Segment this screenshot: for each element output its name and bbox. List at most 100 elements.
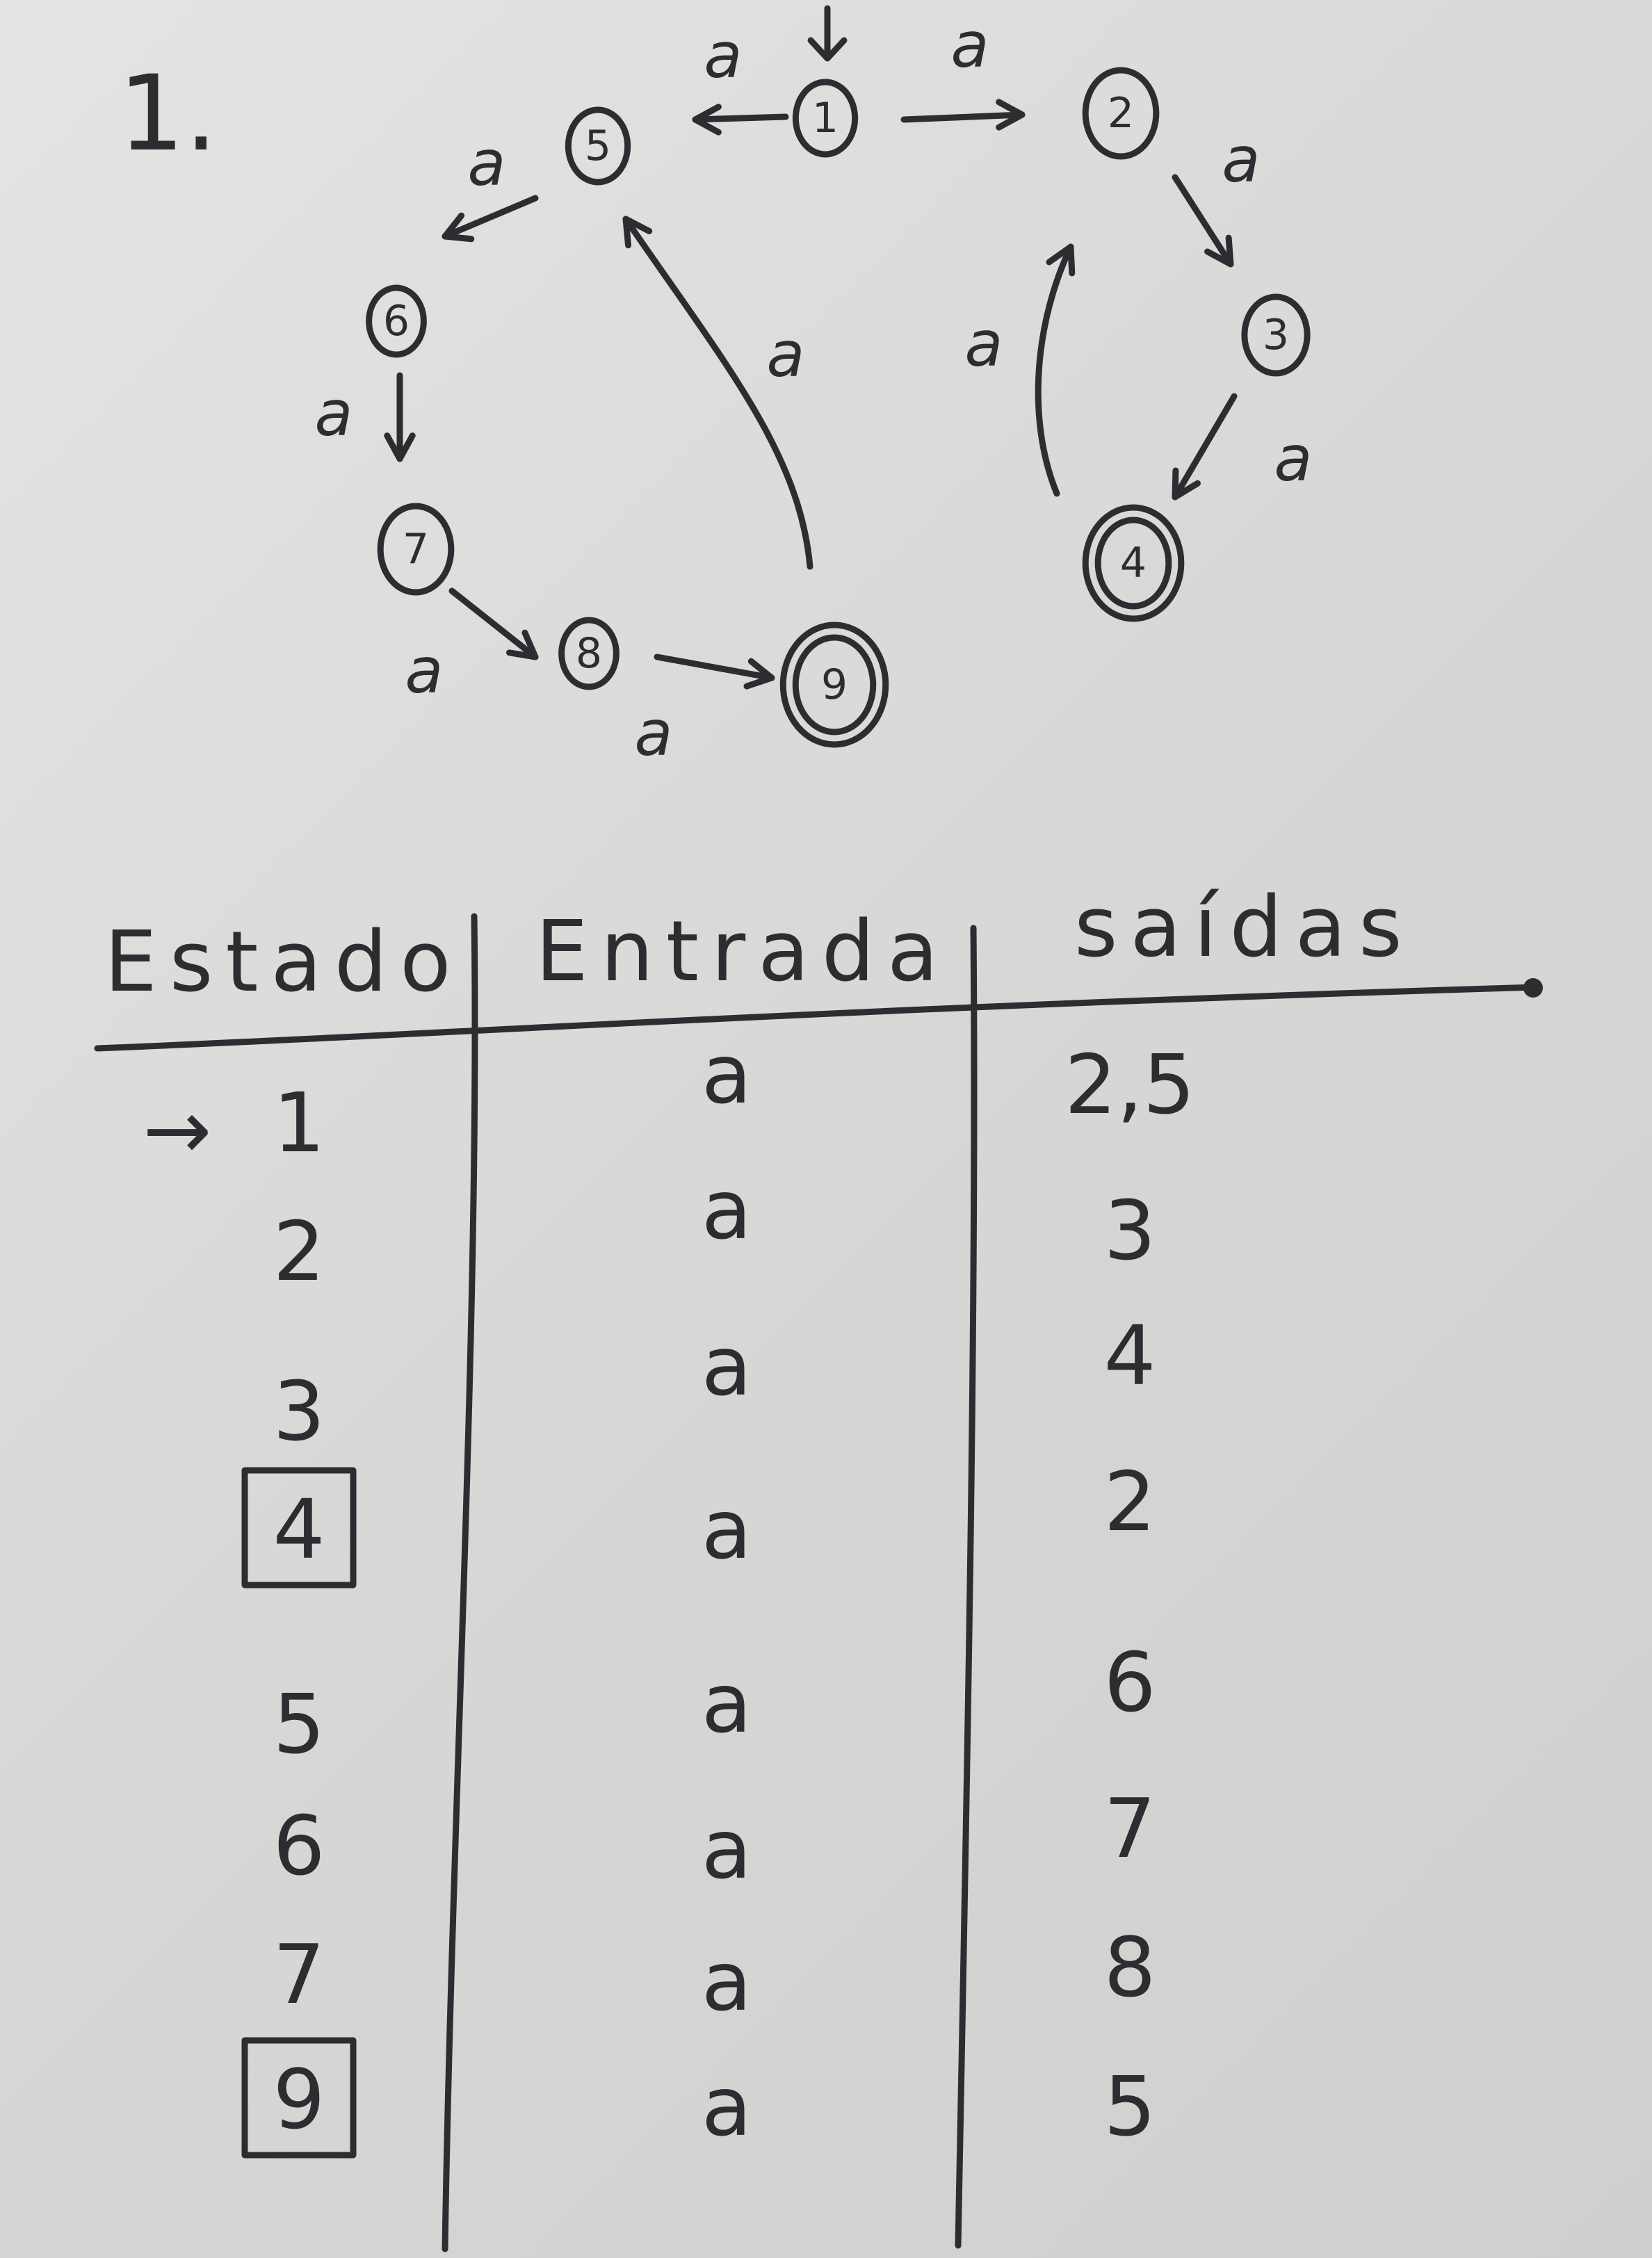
state-9: 9 xyxy=(779,622,889,748)
table-row: 7 a 8 xyxy=(273,1919,1156,2029)
table-row: 2 a 3 xyxy=(273,1162,1156,1299)
problem-number: 1. xyxy=(118,54,218,174)
estado-cell: 1 xyxy=(273,1075,325,1171)
transition-1-to-2: a xyxy=(900,9,1026,131)
edge-line xyxy=(1172,393,1238,501)
entrada-cell: a xyxy=(702,1655,752,1751)
state-label: 4 xyxy=(1120,539,1147,587)
edge-label: a xyxy=(1222,124,1260,197)
transition-3-to-4: a xyxy=(1172,393,1313,501)
edge-label: a xyxy=(964,308,1003,381)
state-6: 6 xyxy=(366,284,427,358)
arrowhead xyxy=(996,99,1026,131)
state-label: 2 xyxy=(1108,89,1134,138)
edge-label: a xyxy=(314,377,353,450)
state-circle xyxy=(366,284,427,358)
estado-cell: 7 xyxy=(273,1926,325,2022)
saidas-cell: 3 xyxy=(1103,1183,1156,1278)
rule-dot xyxy=(1523,978,1543,998)
arrowhead xyxy=(384,432,416,462)
state-label: 3 xyxy=(1263,311,1289,359)
entrada-cell: a xyxy=(702,1481,752,1577)
table-row: 3 a 4 xyxy=(273,1308,1156,1459)
transition-edges: a a a a a a a a a a xyxy=(314,9,1312,770)
state-label: 6 xyxy=(383,297,410,346)
edge-label: a xyxy=(950,9,989,82)
transition-9-to-5: a xyxy=(622,216,813,570)
table-row: 5 a 6 xyxy=(273,1634,1156,1772)
arrowhead xyxy=(692,104,722,136)
arrowhead xyxy=(1046,243,1076,277)
state-diagram: a a a a a a a a a a 1 2 3 4 5 6 7 8 9 xyxy=(314,5,1313,770)
state-label: 9 xyxy=(821,660,848,709)
state-label: 1 xyxy=(812,94,839,143)
saidas-cell: 8 xyxy=(1103,1919,1156,2015)
estado-cell: 3 xyxy=(273,1363,325,1459)
state-label: 7 xyxy=(403,525,429,574)
edge-label: a xyxy=(1274,423,1312,496)
entrada-cell: a xyxy=(702,1026,752,1122)
edge-label: a xyxy=(704,19,742,92)
arrowhead xyxy=(1172,467,1201,501)
arrowhead xyxy=(442,212,475,243)
state-circle xyxy=(565,106,631,186)
saidas-cell: 2,5 xyxy=(1064,1037,1195,1132)
edge-label: a xyxy=(405,635,443,708)
state-circle xyxy=(558,617,620,690)
state-circle xyxy=(792,79,859,158)
edge-line xyxy=(1035,243,1074,497)
state-2: 2 xyxy=(1082,67,1160,160)
initial-state-arrow xyxy=(807,5,848,62)
entrada-cell: a xyxy=(702,1318,752,1414)
edge-line xyxy=(622,216,813,570)
state-label: 5 xyxy=(585,122,611,170)
saidas-cell: 6 xyxy=(1103,1634,1156,1730)
estado-cell: 5 xyxy=(273,1676,325,1772)
edge-line xyxy=(654,653,775,681)
state-3: 3 xyxy=(1241,293,1311,377)
transition-7-to-8: a xyxy=(405,587,539,708)
header-0: Estado xyxy=(104,914,464,1011)
state-nodes: 1 2 3 4 5 6 7 8 9 xyxy=(366,67,1311,748)
estado-cell: 4 xyxy=(273,1481,325,1577)
edge-line xyxy=(1172,174,1234,268)
edge-line xyxy=(442,195,539,240)
estado-cell: 6 xyxy=(273,1798,325,1894)
initial-arrow: → xyxy=(143,1082,212,1178)
header-1: Entrada xyxy=(535,904,951,1000)
transition-1-to-5: a xyxy=(692,19,789,136)
state-circle xyxy=(1094,517,1172,610)
saidas-cell: 7 xyxy=(1103,1780,1156,1876)
edge-line xyxy=(692,113,789,123)
estado-cell: 9 xyxy=(273,2052,325,2147)
transition-4-to-2: a xyxy=(964,243,1076,497)
edge-label: a xyxy=(766,318,804,391)
state-label: 8 xyxy=(576,629,602,678)
entrada-cell: a xyxy=(702,1162,752,1258)
arrowhead xyxy=(743,658,775,690)
transition-5-to-6: a xyxy=(442,127,539,243)
arrowhead xyxy=(622,216,653,249)
saidas-cell: 4 xyxy=(1103,1308,1156,1404)
transition-8-to-9: a xyxy=(634,653,775,770)
saidas-cell: 5 xyxy=(1103,2058,1156,2154)
entrada-cell: a xyxy=(702,2058,752,2154)
entrada-cell: a xyxy=(702,1933,752,2029)
state-circle xyxy=(1082,67,1160,160)
state-5: 5 xyxy=(565,106,631,186)
state-1: 1 xyxy=(792,79,859,158)
edge-label: a xyxy=(634,697,672,770)
accepting-ring xyxy=(1082,504,1185,622)
estado-cell: 2 xyxy=(273,1203,325,1299)
state-4: 4 xyxy=(1082,504,1185,622)
edge-label: a xyxy=(467,127,505,200)
table-row: 9 a 5 xyxy=(241,2037,1156,2159)
final-state-box xyxy=(241,2037,357,2159)
table-row: → 1 a 2,5 xyxy=(143,1026,1195,1178)
